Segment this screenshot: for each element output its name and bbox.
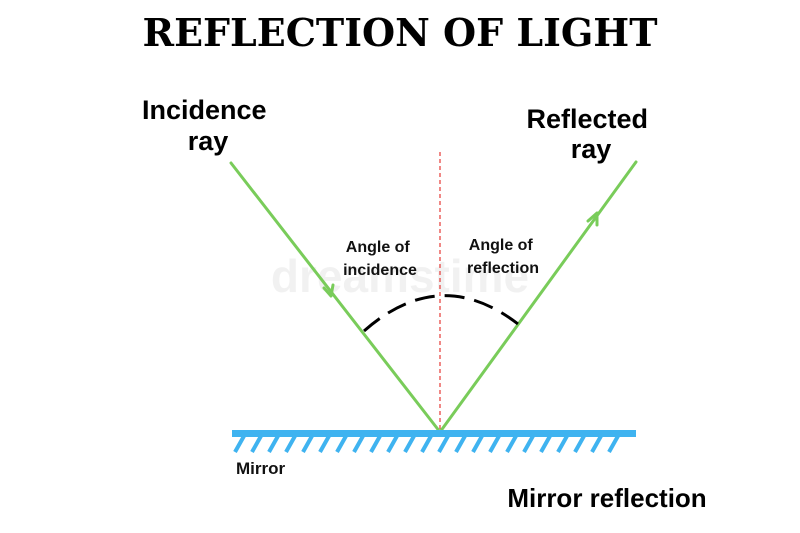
incident-ray-arrow-icon [322,283,335,298]
mirror-hatching [233,435,620,453]
incident-ray [229,161,442,434]
mirror-label: Mirror [236,459,286,478]
reflected-ray-label-line2: ray [571,134,612,164]
mirror-hatch-mark [301,435,314,453]
mirror-hatch-mark [454,435,467,453]
mirror-hatch-mark [437,435,450,453]
mirror-hatch-mark [420,435,433,453]
mirror-hatch-mark [369,435,382,453]
mirror-hatch-mark [573,435,586,453]
reflected-ray-label: Reflected ray [526,104,655,164]
mirror-hatch-mark [284,435,297,453]
mirror-hatch-mark [386,435,399,453]
watermark: dreamstime [271,250,529,302]
mirror-hatch-mark [539,435,552,453]
mirror-hatch-mark [488,435,501,453]
mirror-hatch-mark [505,435,518,453]
mirror-hatch-mark [607,435,620,453]
mirror-hatch-mark [318,435,331,453]
mirror-hatch-mark [403,435,416,453]
reflected-ray-arrow-icon [586,211,599,227]
angle-of-incidence-label: Angle of incidence [343,239,417,279]
reflected-ray-label-line1: Reflected [526,104,648,134]
angle-of-reflection-line1: Angle of [469,237,534,254]
incidence-ray-label: Incidence ray [142,95,274,156]
angle-of-reflection-label: Angle of reflection [467,237,539,277]
mirror-hatch-mark [233,435,246,453]
reflected-ray [438,160,638,434]
angle-of-incidence-line1: Angle of [346,239,411,256]
mirror-hatch-mark [522,435,535,453]
page-title: REFLECTION OF LIGHT [142,10,657,55]
mirror-hatch-mark [267,435,280,453]
mirror-hatch-mark [556,435,569,453]
mirror-hatch-mark [471,435,484,453]
incidence-ray-label-line1: Incidence [142,95,267,125]
mirror-hatch-mark [590,435,603,453]
mirror-hatch-mark [352,435,365,453]
mirror-hatch-mark [335,435,348,453]
mirror-surface [232,430,636,437]
angle-of-incidence-line2: incidence [343,262,417,279]
angle-of-reflection-line2: reflection [467,260,539,277]
caption: Mirror reflection [507,483,706,513]
mirror-hatch-mark [250,435,263,453]
incidence-ray-label-line2: ray [188,126,229,156]
